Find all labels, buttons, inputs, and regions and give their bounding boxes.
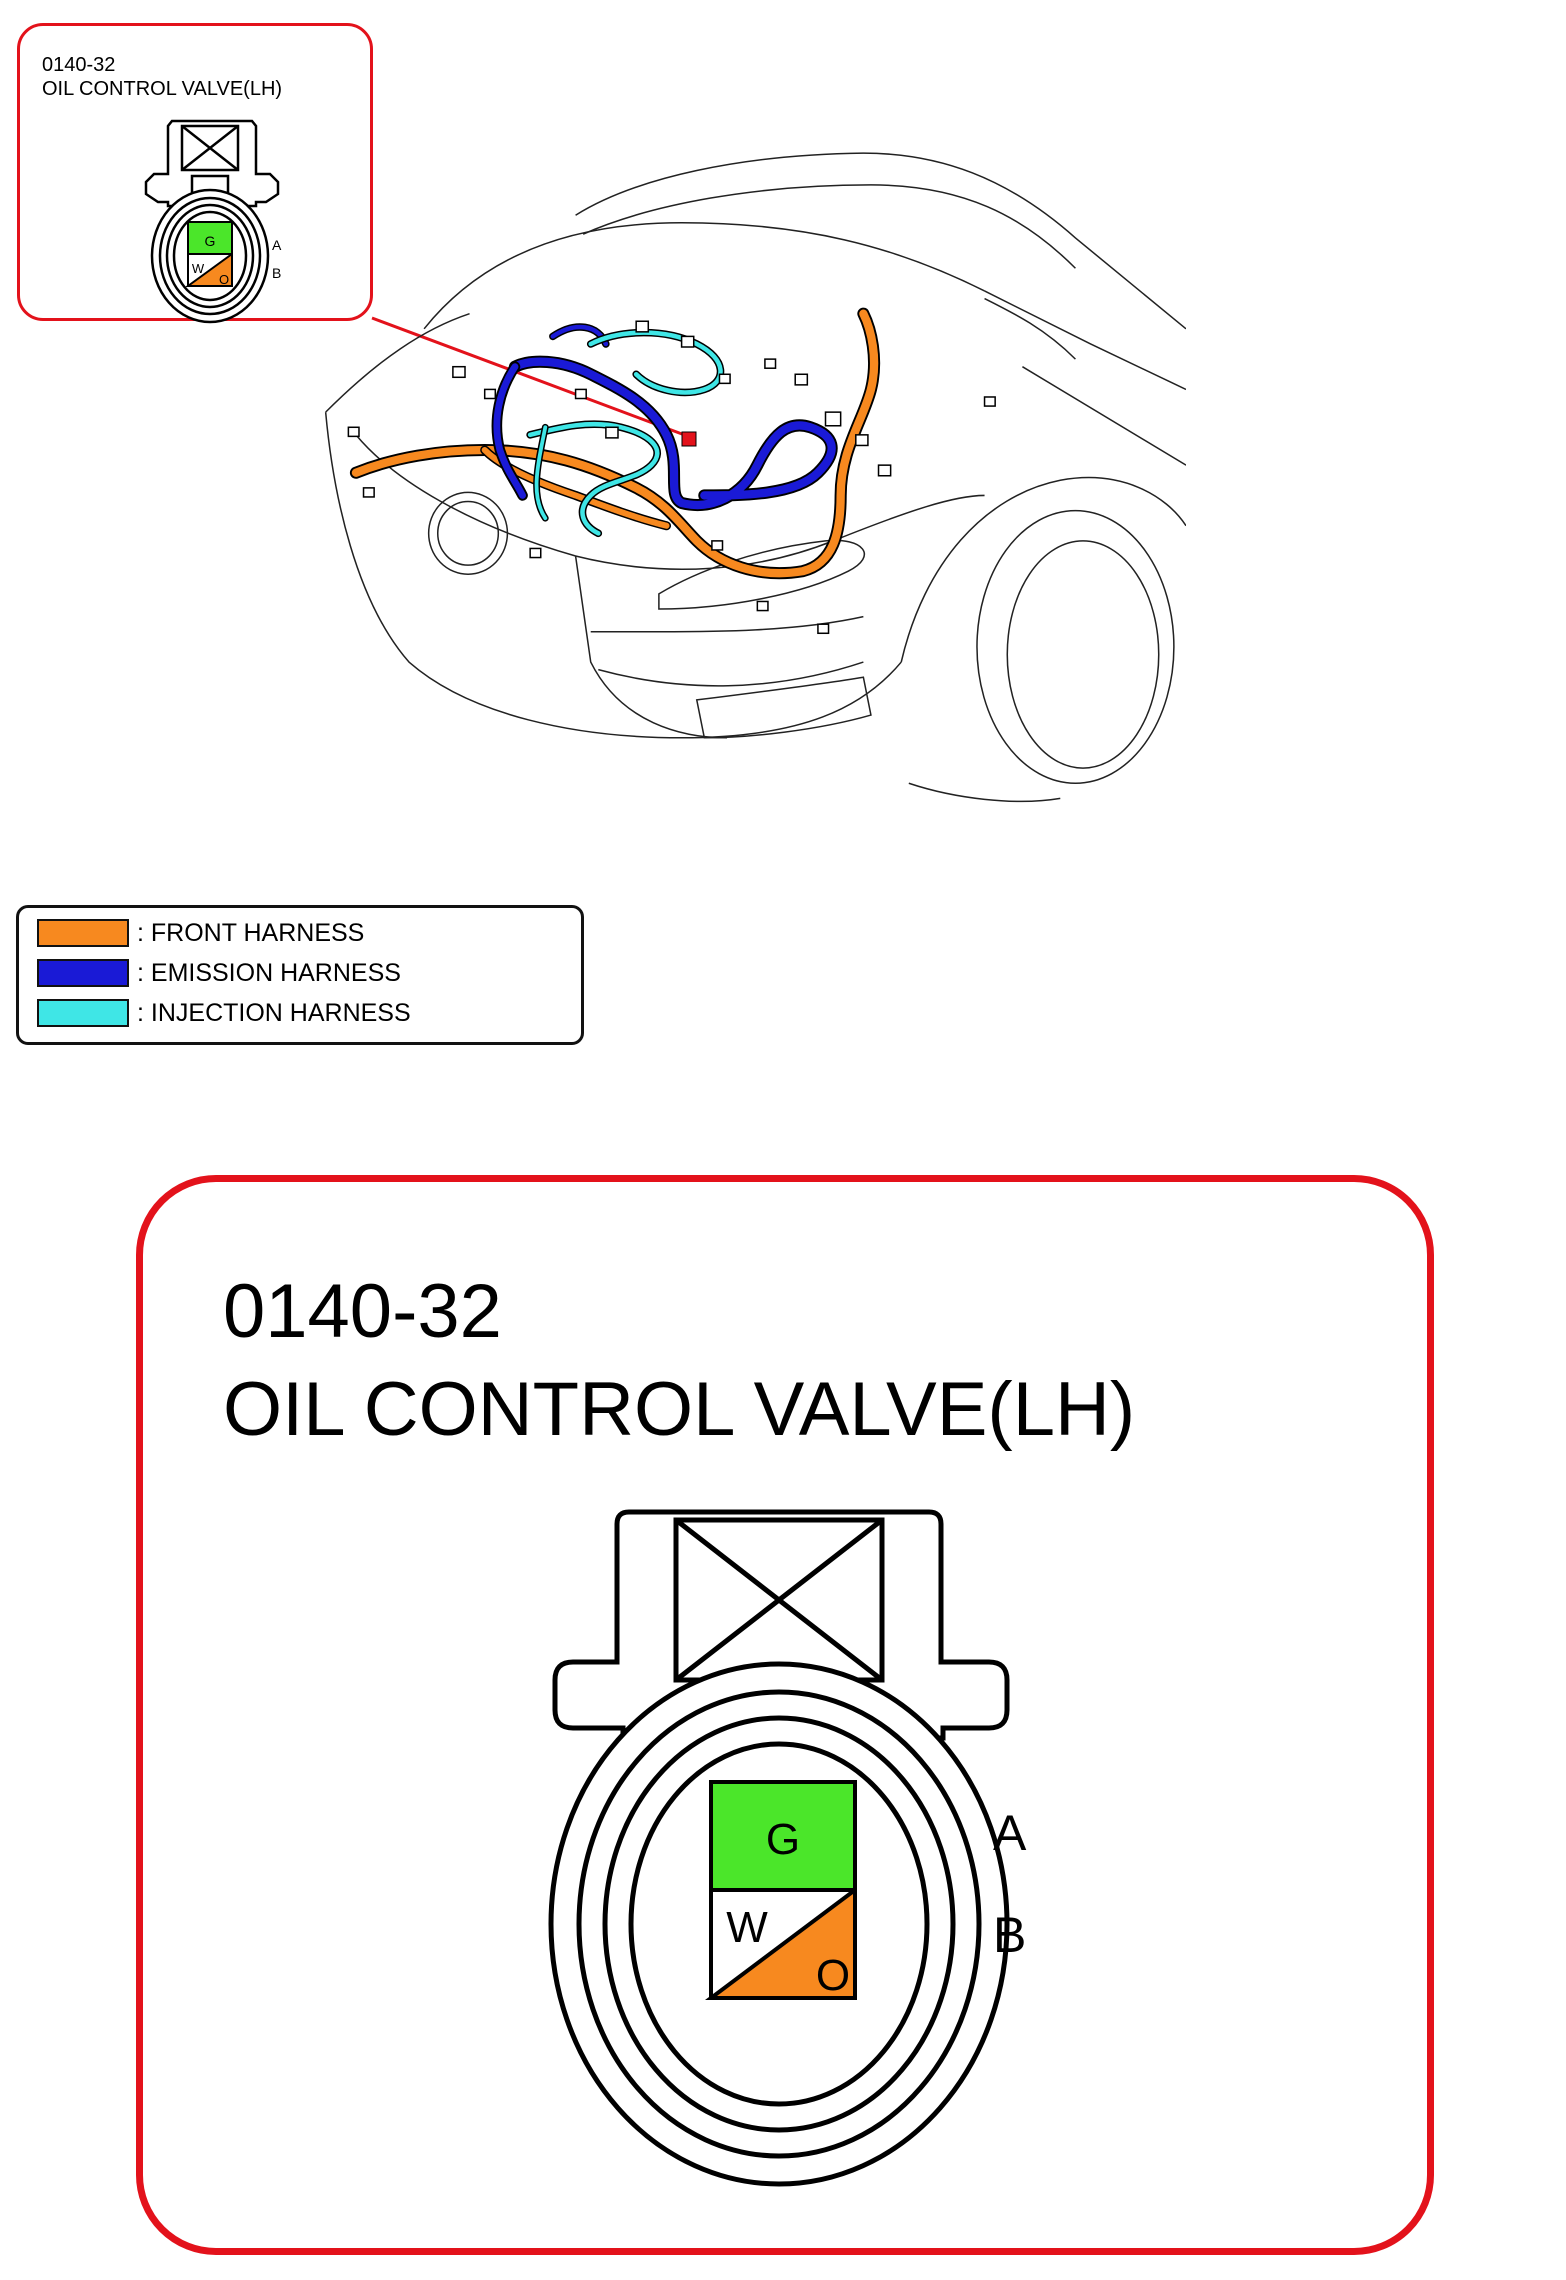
- connector-detail-callout: 0140-32 OIL CONTROL VALVE(LH) G W O A B: [136, 1175, 1434, 2255]
- small-wire-g-label: G: [205, 233, 216, 249]
- front-harness: [351, 309, 879, 578]
- wire-g-label: G: [766, 1815, 800, 1864]
- small-wire-w-label: W: [192, 261, 205, 276]
- windshield-outline: [575, 152, 1186, 330]
- front-wheel: [976, 509, 1175, 784]
- wire-w-label: W: [726, 1903, 768, 1952]
- leader-line-layer: [371, 316, 697, 447]
- harness-color-legend: : FRONT HARNESS : EMISSION HARNESS : INJ…: [16, 905, 584, 1045]
- terminal-a-label: A: [993, 1805, 1027, 1861]
- vehicle-engine-bay-illustration: [324, 152, 1186, 803]
- injection-harness: [527, 421, 660, 536]
- small-connector-code: 0140-32: [42, 54, 116, 76]
- front-harness-swatch: [37, 919, 129, 947]
- connector-housing-tab: [552, 1509, 1010, 1741]
- legend-item-front-harness: : FRONT HARNESS: [37, 918, 364, 948]
- connector-face-diagram: G W O A B: [548, 1509, 1027, 2187]
- emission-harness-swatch: [37, 959, 129, 987]
- front-harness-outline: [349, 307, 881, 580]
- small-terminal-b-label: B: [272, 265, 281, 281]
- connector-location-marker: [681, 431, 697, 447]
- small-wire-o-label: O: [219, 272, 229, 287]
- small-terminal-a-label: A: [272, 237, 282, 253]
- wheel-arch: [900, 476, 1186, 663]
- connector-code: 0140-32: [223, 1269, 502, 1354]
- wire-o-label: O: [816, 1951, 850, 2000]
- terminal-b-stripe: [705, 1886, 857, 2000]
- front-bumper-outline: [324, 412, 902, 739]
- legend-label: : INJECTION HARNESS: [137, 998, 411, 1027]
- legend-label: : EMISSION HARNESS: [137, 958, 401, 987]
- terminal-a: [709, 1780, 857, 1892]
- legend-item-injection-harness: : INJECTION HARNESS: [37, 998, 411, 1028]
- leader-line: [371, 316, 691, 439]
- fog-lamp: [427, 491, 509, 575]
- small-terminal-b-stripe: [184, 252, 233, 287]
- small-connector-callout: 0140-32 OIL CONTROL VALVE(LH) G W O A B: [17, 23, 373, 324]
- emission-harness: [510, 357, 836, 510]
- hood-outline: [423, 222, 985, 330]
- legend-label: : FRONT HARNESS: [137, 918, 365, 947]
- injection-harness-swatch: [37, 999, 129, 1027]
- small-connector-face-diagram: G W O A B: [144, 119, 282, 324]
- terminal-b-label: B: [993, 1907, 1026, 1963]
- small-connector-name: OIL CONTROL VALVE(LH): [42, 78, 283, 100]
- connector-name: OIL CONTROL VALVE(LH): [223, 1367, 1136, 1452]
- legend-item-emission-harness: : EMISSION HARNESS: [37, 958, 401, 988]
